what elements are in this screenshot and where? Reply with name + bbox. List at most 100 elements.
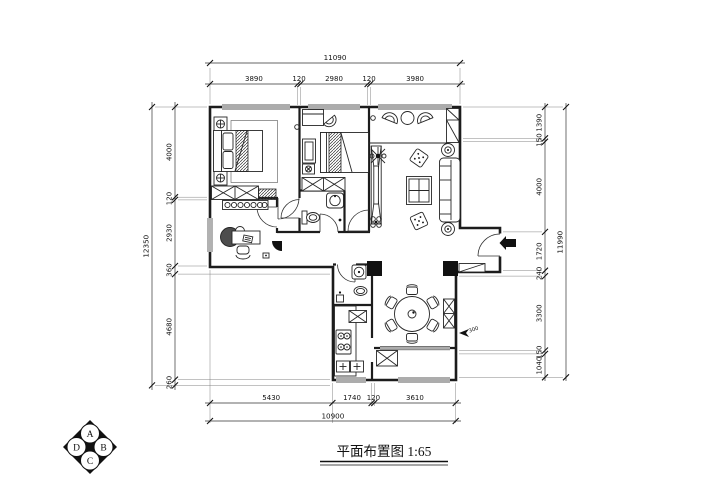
- master-door: [277, 197, 300, 220]
- top-dimension-chain: 11090 3890 120 2980 120 3980: [205, 53, 465, 105]
- tv-cabinet: [370, 145, 382, 225]
- column: [367, 261, 382, 276]
- counter: [334, 305, 357, 377]
- floor-drain-icon: [338, 218, 342, 222]
- wall-lamp-icon: [370, 115, 376, 121]
- shoe-cabinet: [458, 263, 486, 273]
- dim-total-left: 12350: [142, 234, 151, 257]
- coffee-table: [406, 176, 432, 205]
- balcony-chair: [381, 112, 398, 125]
- pedestal: [336, 291, 344, 303]
- dining-table: [394, 296, 430, 332]
- bottom-dimension-chain: 5430 1740 120 3610 10900: [205, 270, 461, 425]
- window-balcony: [378, 104, 452, 110]
- wardrobe: [301, 177, 346, 192]
- drawing-title: 平面布置图 1:65: [337, 444, 432, 459]
- dim-label: 120: [166, 192, 174, 205]
- nightstand: [302, 163, 315, 175]
- dim-label: 2980: [325, 75, 343, 83]
- plant-icon: [369, 147, 387, 165]
- dim-label: 3980: [406, 75, 424, 83]
- ottoman: [409, 211, 429, 231]
- tall-cabinet: [443, 298, 455, 329]
- dim-label: 5430: [262, 394, 280, 402]
- base-unit: [336, 360, 364, 373]
- window-master: [222, 104, 290, 110]
- dim-label: 240: [536, 267, 544, 280]
- toilet: [301, 210, 320, 225]
- wardrobe: [211, 185, 277, 200]
- door-leaf-marker: [272, 241, 282, 251]
- sink: [326, 192, 344, 209]
- living-door: [347, 209, 370, 232]
- room-bathroom1: [301, 192, 344, 225]
- dresser: [222, 200, 269, 210]
- compass-letter-a: A: [87, 430, 94, 440]
- chair: [323, 114, 337, 128]
- windows: [207, 104, 452, 383]
- dim-label: 4000: [166, 143, 174, 161]
- room-bathroom2: [336, 264, 368, 303]
- desk: [302, 109, 324, 126]
- window-dining-slider: [380, 345, 450, 351]
- single-bed: [320, 132, 369, 173]
- room-kitchen: [334, 305, 367, 377]
- dim-label: 120: [292, 75, 305, 83]
- window-study: [207, 218, 213, 252]
- dim-label: 150: [536, 133, 544, 146]
- sofa: [439, 157, 461, 223]
- compass-letter-b: B: [100, 444, 106, 454]
- fridge-cabinet: [348, 310, 367, 323]
- dim-label: 360: [166, 263, 174, 276]
- level-value: 300: [468, 326, 479, 335]
- right-dimension-chain: 1390 150 4000 1720 240 3300 150 1040 119…: [459, 103, 570, 381]
- title-block: 平面布置图 1:65: [320, 444, 448, 466]
- washbasin: [353, 286, 368, 296]
- dim-label: 3610: [406, 394, 424, 402]
- bath1-door: [319, 213, 339, 233]
- dining-chair: [426, 318, 440, 333]
- compass-logo: A B C D: [63, 420, 117, 474]
- flower-pot-icon: [370, 216, 382, 228]
- side-table: [441, 222, 455, 236]
- window-lower-balcony: [398, 377, 450, 383]
- balcony-cabinet: [446, 108, 460, 143]
- dim-label: 1040: [536, 357, 544, 375]
- compass-letter-c: C: [87, 457, 93, 467]
- stove: [335, 329, 352, 355]
- dim-label: 4000: [536, 178, 544, 196]
- nightstand: [213, 170, 228, 186]
- room-dining: 300: [376, 284, 479, 367]
- entry-arrow-icon: [499, 236, 516, 250]
- room-study: [220, 226, 270, 260]
- toilet: [351, 264, 367, 280]
- dim-label: 260: [166, 376, 174, 389]
- balcony-cabinet: [376, 350, 398, 367]
- room-living: [369, 108, 461, 236]
- room-bedroom2: [301, 109, 369, 192]
- dining-chair: [406, 284, 418, 295]
- dining-chair: [426, 295, 440, 310]
- compass-letter-d: D: [73, 444, 80, 454]
- bedroom2-door: [280, 199, 300, 219]
- dim-label: 150: [536, 346, 544, 359]
- shelf: [302, 138, 316, 164]
- dim-label: 1720: [536, 242, 544, 260]
- dim-label: 1390: [536, 114, 544, 132]
- level-marker: 300: [459, 326, 479, 337]
- structural-columns: [367, 261, 458, 276]
- dining-chair: [406, 333, 418, 344]
- wall-lamp-icon: [294, 124, 300, 130]
- desk: [231, 230, 261, 245]
- dining-chair: [384, 295, 398, 310]
- dim-label: 3300: [536, 304, 544, 322]
- left-dimension-chain: 4000 120 2930 360 4680 260 12350: [142, 102, 330, 390]
- dim-label: 3890: [245, 75, 263, 83]
- study-door: [256, 206, 278, 228]
- dining-chair: [384, 318, 398, 333]
- balcony-chair: [417, 112, 434, 125]
- ottoman: [409, 148, 429, 168]
- double-bed: [213, 130, 263, 172]
